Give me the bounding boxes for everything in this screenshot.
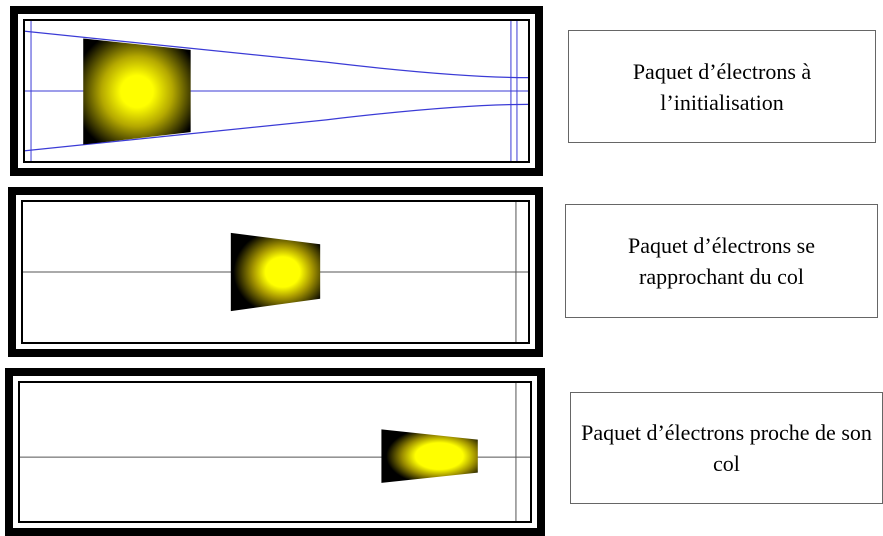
panel-3-frame xyxy=(5,368,545,536)
beam-envelope-lower xyxy=(25,103,528,152)
panel-3-canvas xyxy=(18,381,532,523)
electron-bunch xyxy=(381,429,478,483)
electron-bunch xyxy=(230,232,321,312)
panel-1-frame xyxy=(10,6,543,176)
panel-3-diagram xyxy=(20,383,530,521)
panel-1-canvas xyxy=(23,19,530,163)
panel-2-frame xyxy=(8,187,543,357)
electron-bunch xyxy=(83,38,191,145)
panel-1-diagram xyxy=(25,21,528,161)
panel-1-label: Paquet d’électrons à l’initialisation xyxy=(568,30,876,143)
panel-3-label: Paquet d’électrons proche de son col xyxy=(570,392,883,504)
panel-2-diagram xyxy=(23,202,528,342)
panel-2-label: Paquet d’électrons se rapprochant du col xyxy=(565,204,878,318)
panel-2-canvas xyxy=(21,200,530,344)
beam-envelope-upper xyxy=(25,30,528,79)
